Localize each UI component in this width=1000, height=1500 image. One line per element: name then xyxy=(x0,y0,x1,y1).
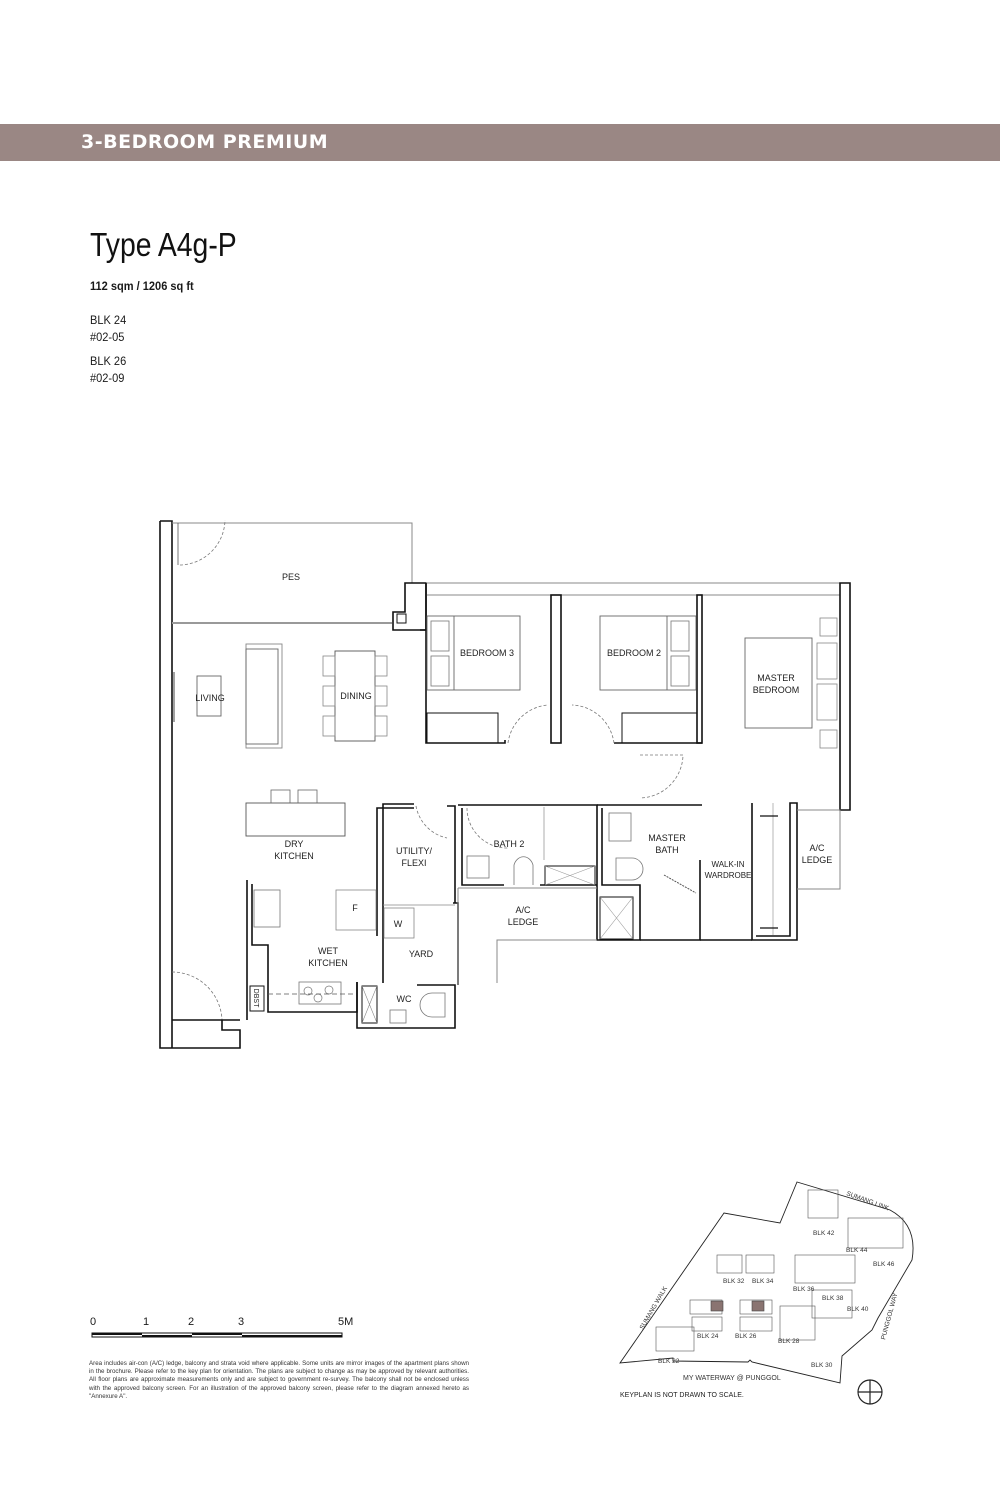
label-ac-ledge: A/C xyxy=(809,843,825,853)
unit-type-title: Type A4g-P xyxy=(90,226,237,263)
label-dining: DINING xyxy=(340,691,372,701)
label-master-bath: MASTER xyxy=(648,833,686,843)
block-label: BLK 44 xyxy=(846,1247,868,1254)
unit-number: #02-05 xyxy=(90,330,125,344)
scale-label: 1 xyxy=(143,1316,150,1328)
label-washer: W xyxy=(394,919,403,929)
block-label: BLK 42 xyxy=(813,1230,835,1237)
unit-number: #02-09 xyxy=(90,371,125,385)
label-living: LIVING xyxy=(195,693,225,703)
scale-label: 0 xyxy=(90,1316,97,1328)
keyplan-note: KEYPLAN IS NOT DRAWN TO SCALE. xyxy=(620,1392,744,1399)
label-fridge: F xyxy=(352,903,358,913)
category-title: 3-BEDROOM PREMIUM xyxy=(81,131,329,153)
scale-bar xyxy=(91,1332,343,1338)
block-label: BLK 46 xyxy=(873,1261,895,1268)
label-bedroom-3: BEDROOM 3 xyxy=(460,648,514,658)
label-bath-2: BATH 2 xyxy=(494,839,525,849)
block-label: BLK 34 xyxy=(752,1278,774,1285)
road-label: PUNGGOL WAY xyxy=(880,1292,899,1341)
road-label: SUMANG WALK xyxy=(639,1285,670,1331)
highlight-unit-blk24 xyxy=(710,1300,724,1312)
scale-label: 5M xyxy=(338,1316,354,1328)
block-label: BLK 26 xyxy=(90,354,127,368)
label-ac-ledge: A/C xyxy=(515,905,531,915)
label-pes: PES xyxy=(282,572,300,582)
block-label: BLK 30 xyxy=(811,1362,833,1369)
block-label: BLK 36 xyxy=(793,1286,815,1293)
block-label: BLK 38 xyxy=(822,1295,844,1302)
label-ac-ledge: LEDGE xyxy=(802,855,833,865)
unit-area: 112 sqm / 1206 sq ft xyxy=(90,279,194,293)
label-bedroom-2: BEDROOM 2 xyxy=(607,648,661,658)
block-label: BLK 32 xyxy=(723,1278,745,1285)
block-label: BLK 24 xyxy=(697,1333,719,1340)
label-utility: FLEXI xyxy=(401,858,426,868)
label-dry-kitchen: KITCHEN xyxy=(274,851,314,861)
label-wc: WC xyxy=(397,994,412,1004)
block-label: BLK 24 xyxy=(90,313,127,327)
label-walk-in-wardrobe: WALK-IN xyxy=(711,860,744,869)
label-utility: UTILITY/ xyxy=(396,846,433,856)
label-dry-kitchen: DRY xyxy=(285,839,304,849)
label-walk-in-wardrobe: WARDROBE xyxy=(705,871,752,880)
block-label: BLK 22 xyxy=(658,1358,680,1365)
scale-label: 3 xyxy=(238,1316,245,1328)
scale-label: 2 xyxy=(188,1316,195,1328)
label-master-bedroom: MASTER xyxy=(757,673,795,683)
road-label: SUMANG LINK xyxy=(845,1190,890,1212)
label-master-bath: BATH xyxy=(655,845,678,855)
label-master-bedroom: BEDROOM xyxy=(753,685,800,695)
waterway-label: MY WATERWAY @ PUNGGOL xyxy=(683,1375,781,1382)
block-label: BLK 26 xyxy=(735,1333,757,1340)
label-dbst: DBST xyxy=(252,989,259,1008)
label-wet-kitchen: KITCHEN xyxy=(308,958,348,968)
label-yard: YARD xyxy=(409,949,434,959)
disclaimer-text: Area includes air-con (A/C) ledge, balco… xyxy=(89,1360,469,1400)
block-label: BLK 28 xyxy=(778,1338,800,1345)
exterior-wall xyxy=(159,520,241,1049)
highlight-unit-blk26 xyxy=(751,1300,765,1312)
header-banner: 3-BEDROOM PREMIUM xyxy=(0,124,1000,161)
keyplan xyxy=(619,1181,914,1405)
label-wet-kitchen: WET xyxy=(318,946,338,956)
block-label: BLK 40 xyxy=(847,1306,869,1313)
label-ac-ledge: LEDGE xyxy=(508,917,539,927)
